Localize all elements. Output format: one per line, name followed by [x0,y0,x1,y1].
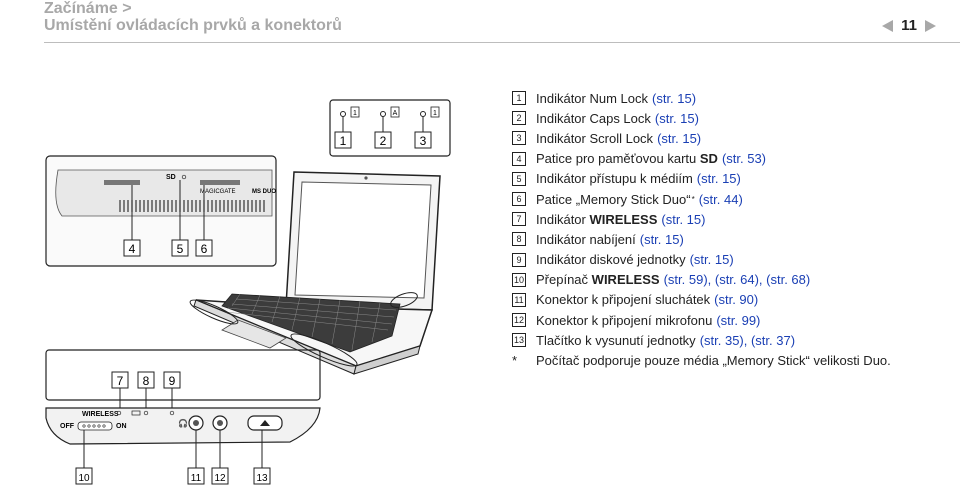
legend-number: 13 [512,333,526,348]
legend-number: 2 [512,111,526,126]
laptop-drawing [189,171,441,375]
page-reference-link[interactable]: (str. 15) [696,171,741,187]
on-label: ON [116,423,127,430]
legend-item: 8 Indikátor nabíjení(str. 15) [512,229,952,249]
legend-text: Indikátor Num Lock [536,90,648,106]
page-reference-link[interactable]: (str. 53) [721,151,767,167]
legend-text: Tlačítko k vysunutí jednotky [536,332,696,348]
off-label: OFF [60,423,75,430]
callout-9: 9 [169,374,176,388]
caps-lock-glyph: A [393,110,398,117]
page-reference-link[interactable]: (str. 15) [652,90,697,106]
legend-text: Indikátor nabíjení [536,231,636,247]
legend-number: 7 [512,212,526,227]
callout-6: 6 [201,242,208,256]
front-left-detail: SD MAGICGATE MS DUO 4 5 6 [45,155,277,267]
legend-number: 10 [512,272,526,287]
magicgate-label: MAGICGATE [200,189,236,195]
callout-7: 7 [117,374,124,388]
legend-bold: WIRELESS [591,272,660,288]
legend-bold: WIRELESS [589,211,658,227]
scroll-lock-glyph: 1 [433,110,437,117]
legend-text: Indikátor přístupu k médiím [536,171,693,187]
page-reference-link[interactable]: (str. 15) [657,130,702,146]
wireless-label: WIRELESS [82,411,119,418]
legend-number: 11 [512,292,526,307]
callout-10: 10 [78,473,90,484]
num-lock-glyph: 1 [353,110,357,117]
page-reference-link[interactable]: (str. 90) [714,292,759,308]
page-reference-link[interactable]: (str. 15) [654,110,699,126]
next-page-icon[interactable] [925,19,936,32]
legend-number: 6 [512,192,526,207]
callout-2: 2 [380,134,387,148]
legend-number: 1 [512,91,526,106]
page-reference-link[interactable]: (str. 35), (str. 37) [699,332,796,348]
page-reference-link[interactable]: (str. 15) [661,211,706,227]
page-nav: 11 [882,17,936,34]
legend-item: 10 Přepínač WIRELESS(str. 59), (str. 64),… [512,270,952,290]
callout-5: 5 [177,242,184,256]
legend-text: Patice pro paměťovou kartu [536,151,697,167]
front-edge-detail: WIRELESS OFF ON 🎧 10 11 12 13 [45,407,321,485]
svg-text:🎧: 🎧 [178,418,188,428]
legend-bold: SD [699,151,718,167]
legend-item: 9 Indikátor diskové jednotky(str. 15) [512,250,952,270]
legend-item: 6 Patice „Memory Stick Duo“*(str. 44) [512,189,952,209]
previous-page-icon[interactable] [882,19,894,32]
legend-number: 12 [512,313,526,328]
header-divider [44,42,960,43]
ms-duo-label: MS DUO [252,189,276,195]
legend-number: 9 [512,252,526,267]
legend-text: Indikátor Scroll Lock [536,130,654,146]
legend-text: Konektor k připojení mikrofonu [536,312,713,328]
legend-text: Konektor k připojení sluchátek [536,292,711,308]
legend-item: 1 Indikátor Num Lock(str. 15) [512,88,952,108]
indicator-lights-callout: 1 A 1 1 2 3 [329,99,451,157]
footnote-asterisk: * [512,353,518,369]
page-reference-link[interactable]: (str. 99) [716,312,761,328]
legend-item: 5 Indikátor přístupu k médiím(str. 15) [512,169,952,189]
callout-11: 11 [191,473,202,484]
callout-13: 13 [256,473,268,484]
callout-8: 8 [143,374,150,388]
page-header: Začínáme > Umístění ovládacích prvků a k… [0,0,960,44]
footnote-text: Počítač podporuje pouze média „Memory St… [536,353,891,369]
footnote: * Počítač podporuje pouze média „Memory S… [512,350,952,370]
page-reference-link[interactable]: (str. 59), (str. 64), (str. 68) [663,272,811,288]
page-reference-link[interactable]: (str. 15) [689,252,734,268]
page-reference-link[interactable]: (str. 44) [698,191,743,207]
sd-label: SD [166,174,176,181]
legend-text: Indikátor [536,211,586,227]
laptop-illustration: 1 A 1 1 2 3 SD MAGICGATE MS DUO 4 5 [45,99,451,485]
page-reference-link[interactable]: (str. 15) [639,231,684,247]
callout-1: 1 [340,134,347,148]
legend-item: 4 Patice pro paměťovou kartu SD(str. 53) [512,149,952,169]
legend-number: 3 [512,131,526,146]
legend-text: Patice „Memory Stick Duo“ [536,191,691,207]
legend-item: 11 Konektor k připojení sluchátek(str. 90… [512,290,952,310]
legend-text: Přepínač [536,272,589,288]
page-number: 11 [901,17,917,34]
legend-item: 12 Konektor k připojení mikrofonu(str. 99… [512,310,952,330]
legend-number: 5 [512,171,526,186]
callout-12: 12 [214,473,226,484]
callout-4: 4 [129,242,136,256]
footnote-mark: * [691,194,695,204]
legend-text: Indikátor Caps Lock [536,110,651,126]
legend-item: 3 Indikátor Scroll Lock(str. 15) [512,128,952,148]
legend-item: 2 Indikátor Caps Lock(str. 15) [512,108,952,128]
status-indicators-callout: 7 8 9 [45,349,321,410]
page-title: Umístění ovládacích prvků a konektorů [44,17,342,34]
legend-text: Indikátor diskové jednotky [536,252,686,268]
legend-number: 4 [512,151,526,166]
callout-3: 3 [420,134,427,148]
legend-number: 8 [512,232,526,247]
breadcrumb[interactable]: Začínáme > [44,0,132,17]
legend-item: 13 Tlačítko k vysunutí jednotky(str. 35),… [512,330,952,350]
legend-item: 7 Indikátor WIRELESS(str. 15) [512,209,952,229]
